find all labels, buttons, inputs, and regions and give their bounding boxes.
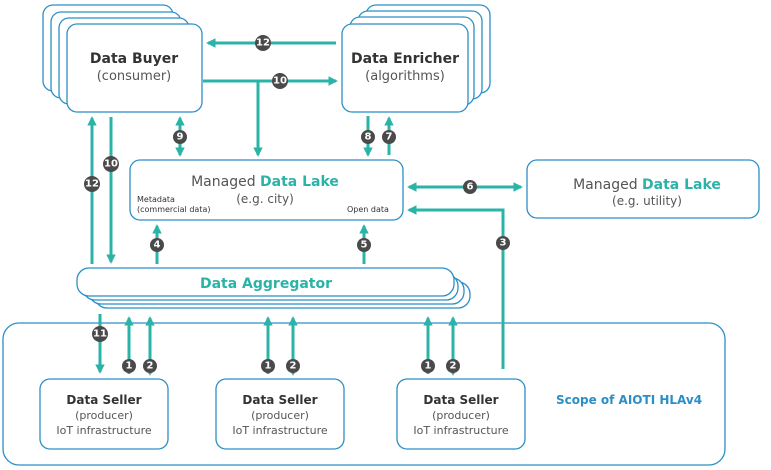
arrow-3 xyxy=(407,205,505,369)
commercial-data-label: (commercial data) xyxy=(137,205,210,214)
badge-7: 7 xyxy=(382,130,396,144)
svg-text:12: 12 xyxy=(256,38,270,49)
badge-s1-1: 1 xyxy=(122,359,136,373)
data-enricher-subtitle: (algorithms) xyxy=(365,69,445,84)
seller-title: Data Seller xyxy=(242,393,317,407)
data-lake-utility-box: Managed Data Lake (e.g. utility) xyxy=(526,159,760,219)
svg-text:10: 10 xyxy=(273,76,287,87)
svg-text:9: 9 xyxy=(177,132,184,143)
data-buyer-box: Data Buyer (consumer) xyxy=(42,4,203,113)
svg-text:2: 2 xyxy=(147,361,154,372)
svg-text:8: 8 xyxy=(365,132,372,143)
svg-text:3: 3 xyxy=(500,238,507,249)
data-seller-box-3: Data Seller (producer) IoT infrastructur… xyxy=(396,378,526,450)
data-aggregator-title: Data Aggregator xyxy=(200,276,332,292)
badge-s3-1: 1 xyxy=(421,359,435,373)
badge-4: 4 xyxy=(150,238,164,252)
seller-role: (producer) xyxy=(75,409,133,422)
svg-text:5: 5 xyxy=(361,240,368,251)
data-lake-city-subtitle: (e.g. city) xyxy=(236,192,294,206)
badge-6: 6 xyxy=(463,180,477,194)
svg-text:7: 7 xyxy=(386,132,393,143)
seller-infra: IoT infrastructure xyxy=(232,424,328,437)
badge-8: 8 xyxy=(361,130,375,144)
svg-text:1: 1 xyxy=(425,361,432,372)
data-lake-utility-subtitle: (e.g. utility) xyxy=(612,194,682,208)
svg-text:12: 12 xyxy=(85,179,99,190)
svg-text:4: 4 xyxy=(154,240,161,251)
badge-10-top: 10 xyxy=(272,73,288,89)
badge-s1-2: 2 xyxy=(143,359,157,373)
svg-text:1: 1 xyxy=(126,361,133,372)
badge-5: 5 xyxy=(357,238,371,252)
arrows xyxy=(87,38,523,376)
data-aggregator-box: Data Aggregator xyxy=(76,267,471,309)
badge-s3-2: 2 xyxy=(446,359,460,373)
data-enricher-box: Data Enricher (algorithms) xyxy=(341,4,491,113)
badge-s2-2: 2 xyxy=(286,359,300,373)
data-lake-utility-title: Managed Data Lake xyxy=(573,177,721,193)
seller-title: Data Seller xyxy=(66,393,141,407)
svg-text:10: 10 xyxy=(104,159,118,170)
svg-text:1: 1 xyxy=(265,361,272,372)
badge-10-left: 10 xyxy=(103,156,119,172)
badge-12-left: 12 xyxy=(84,176,100,192)
badge-3: 3 xyxy=(496,236,510,250)
badge-11: 11 xyxy=(92,326,108,342)
data-lake-city-box: Managed Data Lake (e.g. city) Metadata (… xyxy=(129,159,404,221)
open-data-label: Open data xyxy=(347,205,389,214)
data-buyer-title: Data Buyer xyxy=(90,51,178,67)
scope-label: Scope of AIOTI HLAv4 xyxy=(556,393,702,407)
aioti-scope-frame xyxy=(2,322,726,466)
seller-role: (producer) xyxy=(251,409,309,422)
data-seller-box-1: Data Seller (producer) IoT infrastructur… xyxy=(39,378,169,450)
svg-text:11: 11 xyxy=(93,329,107,340)
seller-role: (producer) xyxy=(432,409,490,422)
data-lake-city-title: Managed Data Lake xyxy=(191,174,339,190)
svg-text:2: 2 xyxy=(290,361,297,372)
badge-9: 9 xyxy=(173,130,187,144)
svg-text:6: 6 xyxy=(467,182,474,193)
data-buyer-subtitle: (consumer) xyxy=(97,69,172,84)
data-enricher-title: Data Enricher xyxy=(351,51,459,67)
metadata-label: Metadata xyxy=(137,195,175,204)
seller-infra: IoT infrastructure xyxy=(56,424,152,437)
badge-12-top: 12 xyxy=(255,35,271,51)
badge-s2-1: 1 xyxy=(261,359,275,373)
data-seller-box-2: Data Seller (producer) IoT infrastructur… xyxy=(215,378,345,450)
svg-text:2: 2 xyxy=(450,361,457,372)
seller-infra: IoT infrastructure xyxy=(413,424,509,437)
seller-title: Data Seller xyxy=(423,393,498,407)
